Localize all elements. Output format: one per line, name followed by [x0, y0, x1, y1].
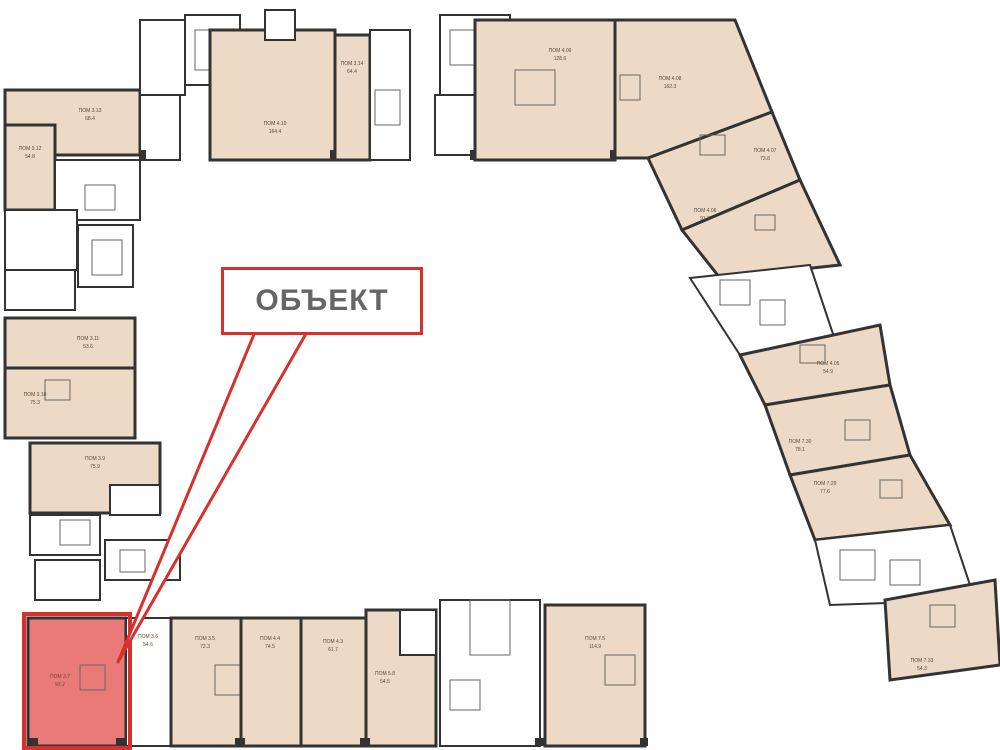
bottom-wing: ПОМ 3.7 92.2 ПОМ 3.6 54.6 ПОМ 3.5 72.3 П…: [26, 599, 647, 748]
svg-text:68.4: 68.4: [85, 116, 95, 122]
svg-text:54.9: 54.9: [823, 369, 833, 375]
svg-text:ПОМ 7.29: ПОМ 7.29: [814, 481, 837, 487]
svg-text:ПОМ 5.8: ПОМ 5.8: [375, 671, 395, 677]
svg-text:53.6: 53.6: [83, 344, 93, 350]
object-callout: ОБЪЕКТ: [221, 267, 423, 335]
svg-text:ПОМ 4.08: ПОМ 4.08: [659, 76, 682, 82]
svg-text:54.6: 54.6: [143, 642, 153, 648]
svg-text:ПОМ 4.05: ПОМ 4.05: [817, 361, 840, 367]
svg-text:92.2: 92.2: [55, 682, 65, 688]
svg-text:ПОМ 3.6: ПОМ 3.6: [138, 634, 158, 640]
svg-text:91.3: 91.3: [700, 216, 710, 222]
svg-text:ПОМ 3.11: ПОМ 3.11: [77, 336, 100, 342]
svg-text:ПОМ 3.12: ПОМ 3.12: [19, 146, 42, 152]
svg-text:ПОМ 3.14: ПОМ 3.14: [341, 61, 364, 67]
top-middle-wing: ПОМ 4.10 164.4 ПОМ 3.14 64.4: [139, 9, 411, 162]
svg-text:128.6: 128.6: [554, 56, 567, 62]
svg-text:114.9: 114.9: [589, 644, 601, 650]
svg-text:ПОМ 3.9: ПОМ 3.9: [85, 456, 105, 462]
top-left-wing: ПОМ 3.13 68.4 ПОМ 3.12 54.8: [3, 88, 142, 311]
svg-text:64.4: 64.4: [347, 69, 357, 75]
svg-text:162.3: 162.3: [664, 84, 677, 90]
svg-text:77.6: 77.6: [820, 489, 830, 495]
svg-text:54.8: 54.8: [25, 154, 35, 160]
callout-label: ОБЪЕКТ: [255, 284, 389, 317]
top-right-wing: ПОМ 4.09 128.6 ПОМ 4.08 162.3: [434, 14, 774, 162]
svg-text:ПОМ 3.7: ПОМ 3.7: [50, 674, 70, 680]
right-diagonal-wing: ПОМ 4.07 73.8 ПОМ 4.06 91.3 ПОМ 4.05 54.…: [645, 110, 1000, 682]
svg-text:ПОМ 7.30: ПОМ 7.30: [789, 439, 812, 445]
left-wing-middle: ПОМ 3.11 53.6 ПОМ 3.10 75.3 ПОМ 3.9 75.9: [3, 316, 181, 601]
svg-text:ПОМ 7.33: ПОМ 7.33: [911, 658, 934, 664]
selected-unit-frame: [22, 612, 132, 750]
svg-text:ПОМ 7.5: ПОМ 7.5: [585, 636, 605, 642]
svg-text:54.3: 54.3: [917, 666, 927, 672]
svg-text:72.3: 72.3: [200, 644, 210, 650]
svg-text:ПОМ 4.3: ПОМ 4.3: [323, 639, 343, 645]
svg-text:73.8: 73.8: [760, 156, 770, 162]
svg-text:ПОМ 4.09: ПОМ 4.09: [549, 48, 572, 54]
svg-text:75.9: 75.9: [90, 464, 100, 470]
svg-text:ПОМ 4.07: ПОМ 4.07: [754, 148, 777, 154]
svg-text:ПОМ 3.10: ПОМ 3.10: [24, 392, 47, 398]
svg-text:75.3: 75.3: [30, 400, 40, 406]
svg-text:ПОМ 4.10: ПОМ 4.10: [264, 121, 287, 127]
svg-text:164.4: 164.4: [269, 129, 282, 135]
svg-text:ПОМ 4.4: ПОМ 4.4: [260, 636, 280, 642]
wall-segments: [28, 150, 648, 746]
svg-text:ПОМ 3.13: ПОМ 3.13: [79, 108, 102, 114]
svg-text:78.1: 78.1: [795, 447, 805, 453]
svg-text:ПОМ 4.06: ПОМ 4.06: [694, 208, 717, 214]
svg-text:61.7: 61.7: [328, 647, 338, 653]
svg-text:54.5: 54.5: [380, 679, 390, 685]
svg-text:ПОМ 3.5: ПОМ 3.5: [195, 636, 215, 642]
svg-text:74.5: 74.5: [265, 644, 275, 650]
